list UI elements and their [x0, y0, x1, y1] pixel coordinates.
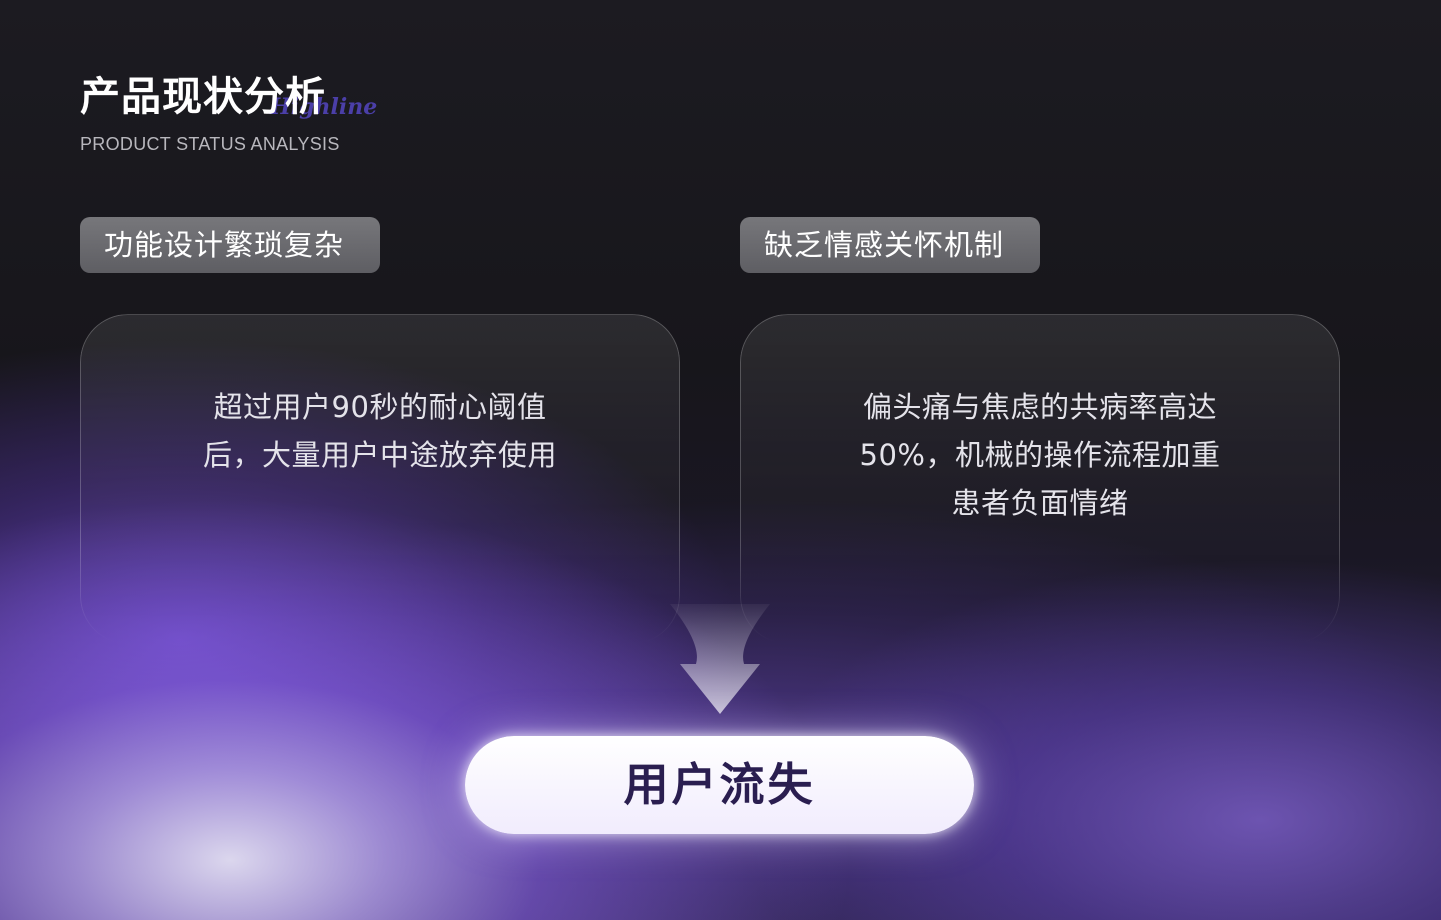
arrow-down-icon — [670, 604, 770, 714]
title-watermark: Highline — [270, 94, 378, 120]
tag-lack-emotional-care: 缺乏情感关怀机制 — [740, 217, 1040, 273]
card-line: 超过用户90秒的耐心阈值 — [213, 390, 547, 424]
card-line: 50%，机械的操作流程加重 — [859, 438, 1221, 472]
card-complex-design: 超过用户90秒的耐心阈值 后，大量用户中途放弃使用 — [80, 314, 680, 644]
result-user-churn: 用户流失 — [465, 736, 974, 834]
card-line: 偏头痛与焦虑的共病率高达 — [862, 390, 1217, 424]
page-header: Highline 产品现状分析 PRODUCT STATUS ANALYSIS — [80, 64, 377, 155]
page-subtitle: PRODUCT STATUS ANALYSIS — [80, 134, 340, 154]
card-description: 超过用户90秒的耐心阈值 后，大量用户中途放弃使用 — [81, 383, 679, 479]
card-lack-emotional-care: 偏头痛与焦虑的共病率高达 50%，机械的操作流程加重 患者负面情绪 — [740, 314, 1340, 644]
card-line: 后，大量用户中途放弃使用 — [202, 438, 557, 472]
tag-complex-design: 功能设计繁琐复杂 — [80, 217, 380, 273]
card-description: 偏头痛与焦虑的共病率高达 50%，机械的操作流程加重 患者负面情绪 — [741, 383, 1339, 527]
page-title: 产品现状分析 — [80, 74, 326, 120]
card-line: 患者负面情绪 — [951, 486, 1129, 520]
